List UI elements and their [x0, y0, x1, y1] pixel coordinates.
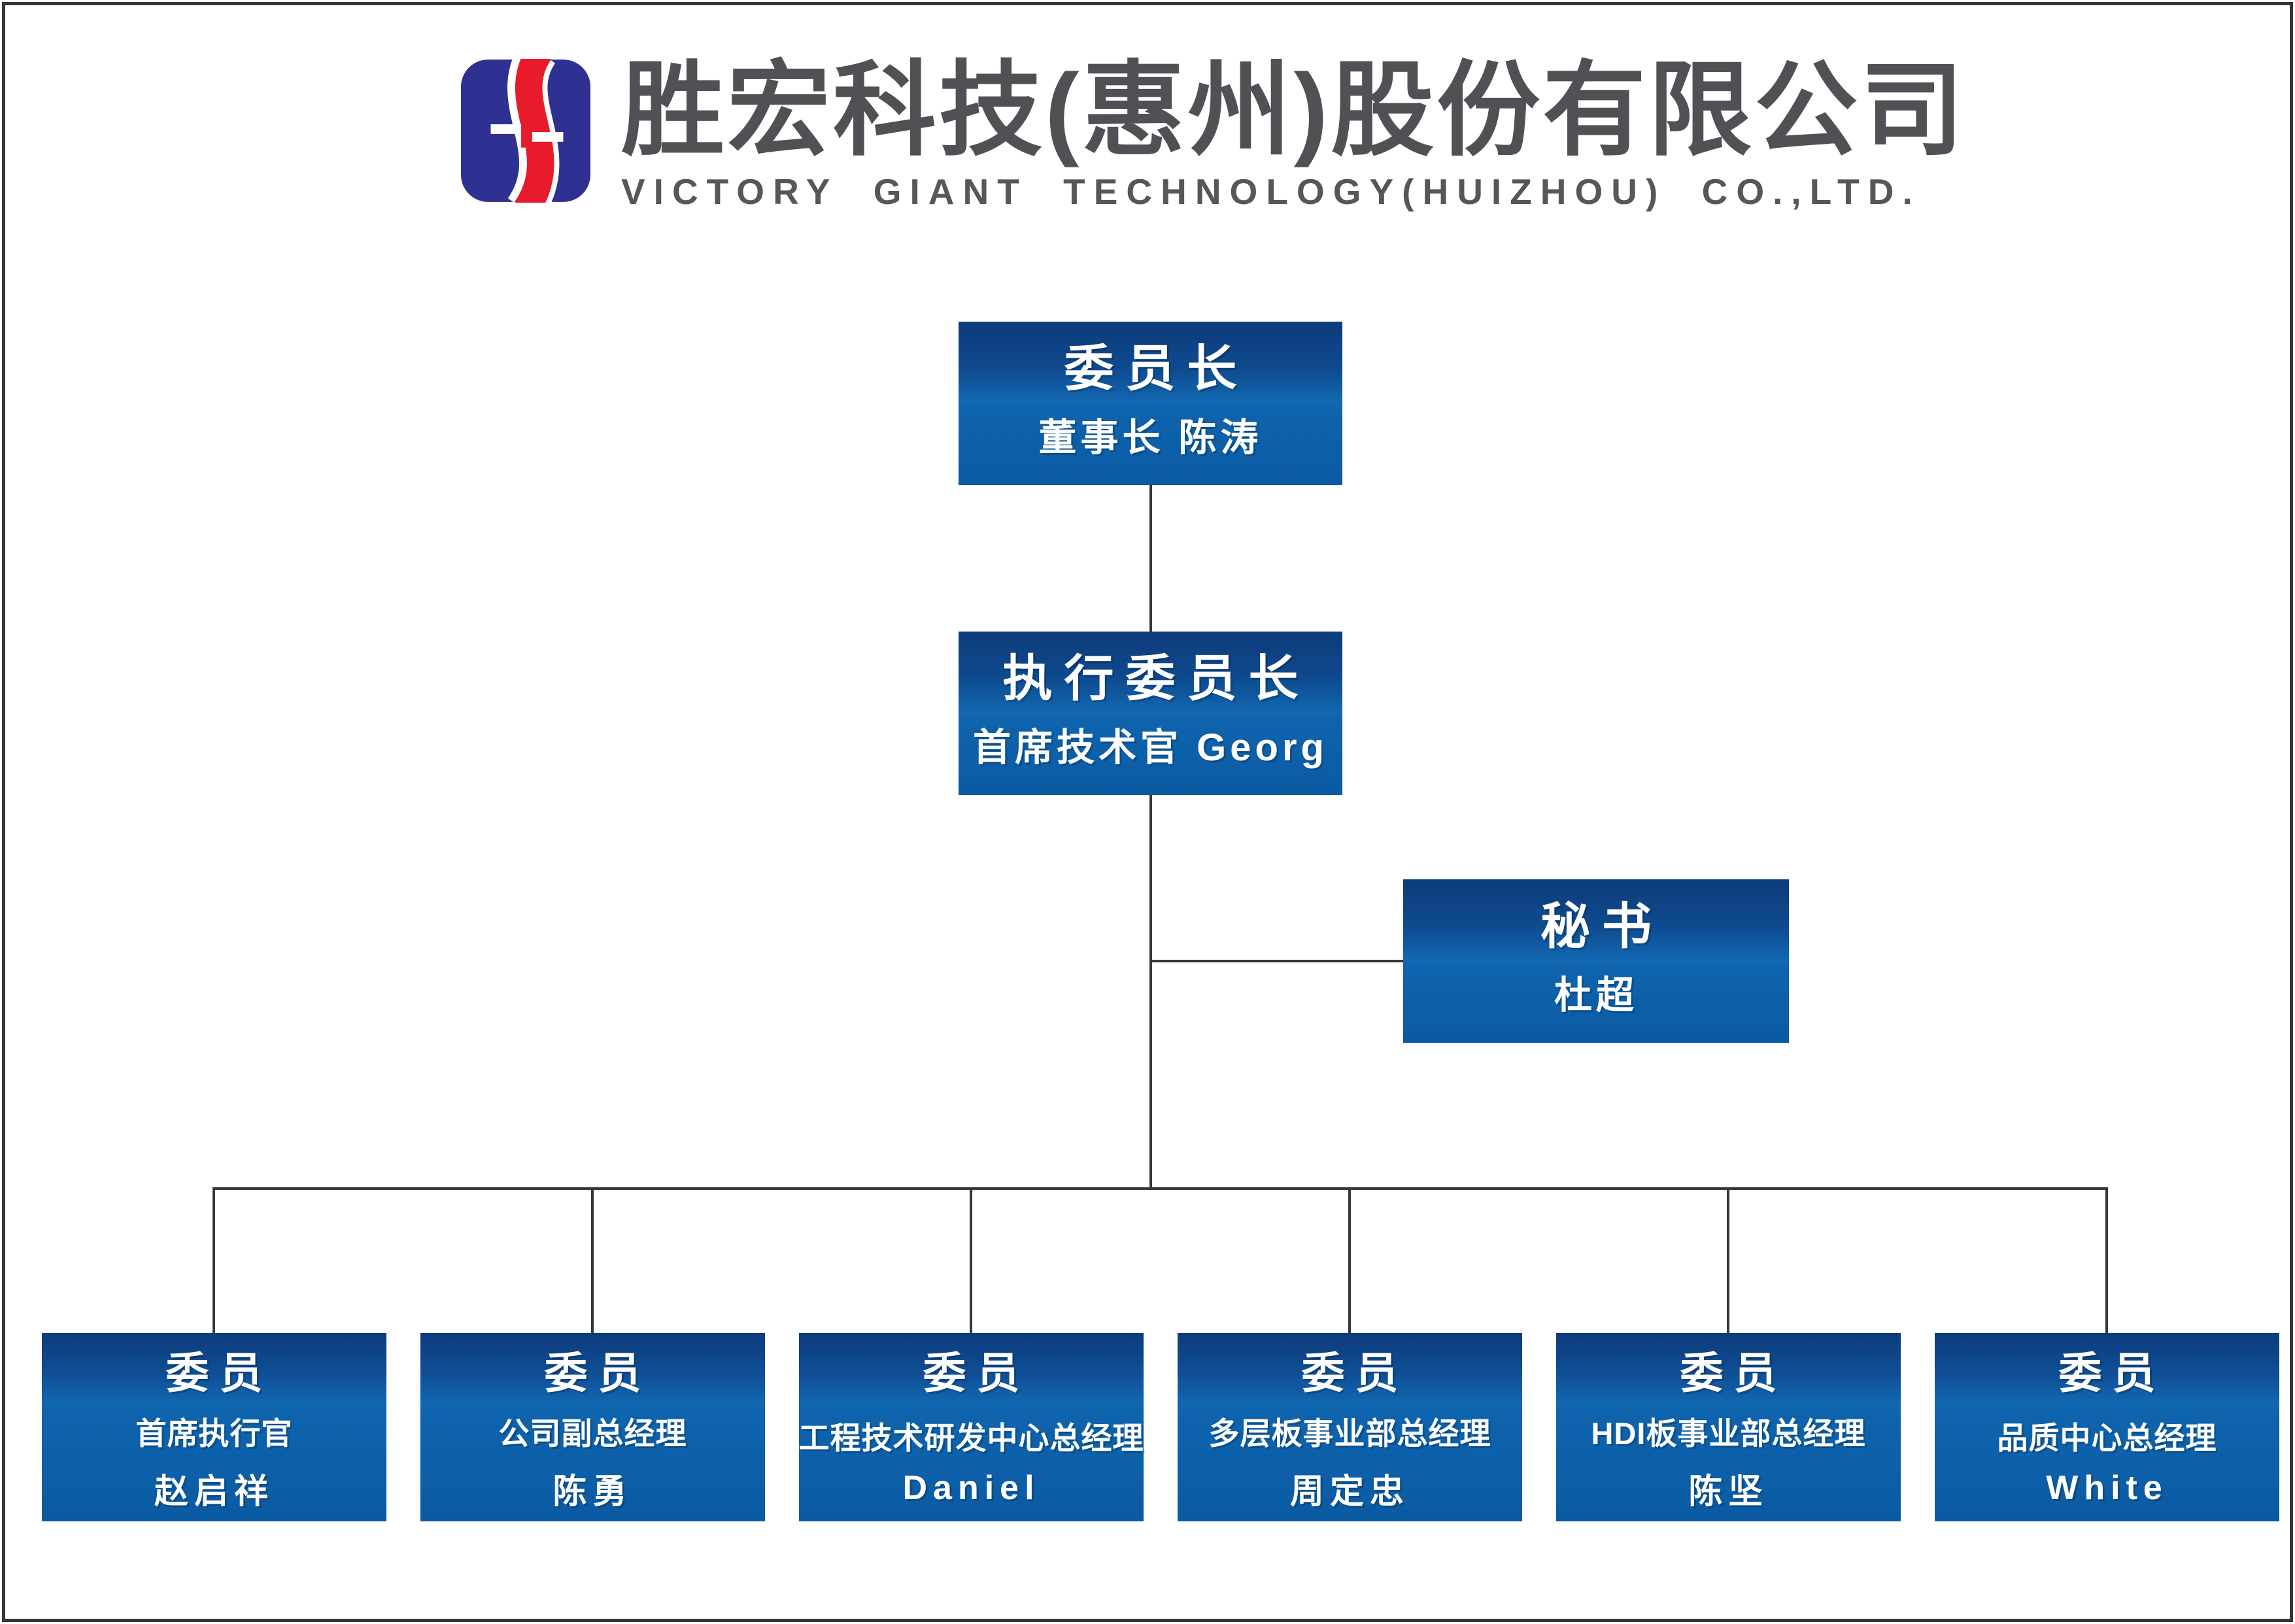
member-person: 赵启祥 — [154, 1472, 274, 1511]
member-person: 周定忠 — [1289, 1472, 1410, 1511]
node-subtitle: 董事长 陈涛 — [1038, 416, 1263, 459]
connector-secretary-branch — [1149, 960, 1403, 962]
member-role: 多层板事业部总经理 — [1208, 1415, 1491, 1451]
member-node-4: 委员 多层板事业部总经理 周定忠 — [1178, 1333, 1522, 1521]
member-role: 首席执行官 — [135, 1415, 293, 1451]
member-node-5: 委员 HDI板事业部总经理 陈坚 — [1556, 1333, 1901, 1521]
member-node-2: 委员 公司副总经理 陈勇 — [420, 1333, 765, 1521]
node-title: 委员 — [923, 1348, 1030, 1397]
member-role: 工程技术研发中心总经理 — [798, 1421, 1144, 1456]
node-title: 委员 — [1680, 1348, 1788, 1397]
connector-drop-1 — [212, 1187, 215, 1333]
connector-drop-6 — [2105, 1187, 2108, 1333]
node-title: 秘书 — [1540, 899, 1663, 955]
node-title: 委员 — [544, 1348, 652, 1397]
node-title: 委员 — [1301, 1348, 1409, 1397]
connector-drop-5 — [1727, 1187, 1729, 1333]
node-chairman: 委员长 董事长 陈涛 — [959, 322, 1342, 485]
member-person: White — [2046, 1469, 2168, 1508]
member-node-3: 委员 工程技术研发中心总经理 Daniel — [799, 1333, 1144, 1521]
connector-exec-to-distributor — [1149, 795, 1152, 1190]
connector-drop-2 — [591, 1187, 594, 1333]
connector-drop-3 — [970, 1187, 972, 1333]
member-node-6: 委员 品质中心总经理 White — [1935, 1333, 2279, 1521]
member-role: 品质中心总经理 — [1997, 1421, 2217, 1456]
member-person: 陈坚 — [1688, 1472, 1769, 1511]
node-title: 委员 — [2058, 1348, 2166, 1397]
member-role: HDI板事业部总经理 — [1591, 1415, 1866, 1451]
node-title: 委员长 — [1064, 341, 1249, 397]
node-title: 委员 — [165, 1348, 273, 1397]
connector-distributor — [212, 1187, 2108, 1190]
member-node-1: 委员 首席执行官 赵启祥 — [42, 1333, 386, 1521]
victory-giant-logo-icon — [461, 40, 590, 222]
node-secretary: 秘书 杜超 — [1403, 879, 1789, 1043]
member-person: Daniel — [902, 1469, 1040, 1508]
node-title: 执行委员长 — [1002, 651, 1310, 707]
company-name-zh: 胜宏科技(惠州)股份有限公司 — [621, 53, 1967, 168]
connector-drop-4 — [1348, 1187, 1351, 1333]
node-exec-chairman: 执行委员长 首席技术官 Georg — [959, 632, 1342, 795]
member-role: 公司副总经理 — [498, 1415, 687, 1451]
connector-chairman-to-exec — [1149, 485, 1152, 632]
node-subtitle: 杜超 — [1554, 974, 1638, 1017]
node-subtitle: 首席技术官 Georg — [973, 726, 1328, 769]
company-name-en: VICTORY GIANT TECHNOLOGY(HUIZHOU) CO.,LT… — [621, 171, 1921, 212]
member-person: 陈勇 — [552, 1472, 633, 1511]
